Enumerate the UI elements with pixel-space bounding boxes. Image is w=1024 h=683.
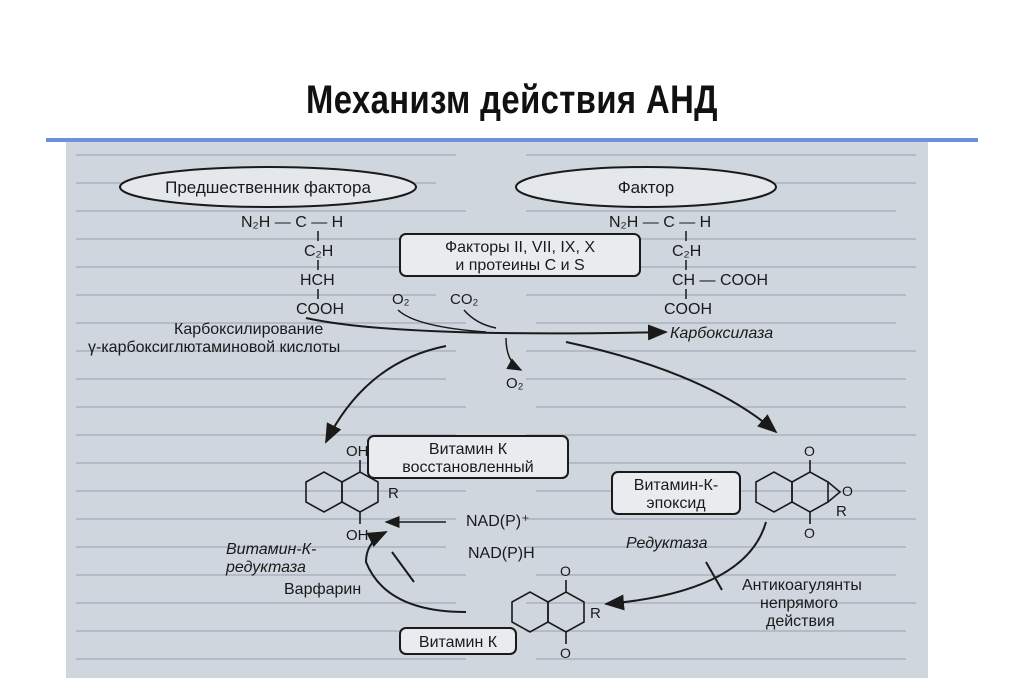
quinone-o-bottom: O: [560, 645, 571, 661]
factor-formula-line1: N₂H — C — H: [609, 214, 711, 231]
carboxylation-arrow: [305, 317, 668, 341]
r-label-epoxide: R: [836, 503, 847, 520]
vitk-epoxide-structure: [755, 460, 842, 524]
vitk-box-label: Витамин К: [419, 634, 498, 651]
o2-in-arrow-line: [397, 309, 487, 333]
precursor-formula-line3: HCH: [300, 272, 335, 289]
r-label-quinone: R: [590, 605, 601, 622]
anticoagulants-line2: непрямого: [760, 595, 838, 612]
vitk-reduced-line2: восстановленный: [402, 459, 533, 476]
vitk-epoxide-line2: эпоксид: [646, 495, 706, 512]
factor-formula: N₂H — C — H C₂H CH — COOH COOH: [609, 214, 768, 318]
warfarin-label: Варфарин: [284, 581, 361, 598]
arc-to-epoxide: [565, 341, 778, 434]
carboxylase-label: Карбоксилаза: [670, 325, 773, 342]
oh-bottom-label: OH: [346, 527, 369, 544]
slide-title: Механизм действия АНД: [306, 78, 718, 122]
vitk-box: Витамин К: [399, 627, 517, 655]
o2-out-arrow: [505, 337, 523, 371]
r-label-hydroquinone: R: [388, 485, 399, 502]
factor-formula-line3: CH — COOH: [672, 272, 768, 289]
anticoagulants-line3: действия: [766, 613, 835, 630]
epoxide-o-top: O: [804, 443, 815, 459]
anticoagulant-block-mark: [705, 561, 723, 591]
oh-top-label: OH: [346, 443, 369, 460]
epoxide-o-bottom: O: [804, 525, 815, 541]
factor-formula-line2: C₂H: [672, 243, 701, 260]
factors-box-line2: и протеины С и S: [455, 257, 584, 274]
reductase-k-line1: Витамин-К-: [226, 541, 316, 558]
warfarin-block-mark: [391, 551, 415, 583]
o2-out-label: O₂: [506, 375, 524, 392]
precursor-formula: N₂H — C — H C₂H HCH COOH: [241, 214, 344, 318]
precursor-formula-line2: C₂H: [304, 243, 333, 260]
textbook-scan-panel: [66, 142, 928, 678]
precursor-formula-line4: COOH: [296, 301, 344, 318]
reductase-label: Редуктаза: [626, 535, 708, 552]
vitk-reduced-line1: Витамин К: [429, 441, 508, 458]
carboxylation-label-line2: γ-карбоксиглютаминовой кислоты: [88, 339, 340, 356]
co2-in-arrow-line: [463, 309, 497, 329]
co2-label: CO₂: [450, 291, 479, 308]
vitk-reduced-box: Витамин К восстановленный: [367, 435, 569, 479]
quinone-o-top: O: [560, 563, 571, 579]
epoxide-o-ring: O: [842, 483, 853, 499]
vitamin-k-cycle-diagram: Предшественник фактора Фактор N₂H — C — …: [88, 166, 862, 661]
precursor-label: Предшественник фактора: [165, 178, 371, 197]
precursor-ellipse: Предшественник фактора: [119, 166, 417, 208]
carboxylation-label-line1: Карбоксилирование: [174, 321, 323, 338]
o2-label: O₂: [392, 291, 410, 308]
nadph-label: NAD(P)H: [468, 545, 535, 562]
arc-vitk-to-reduced: [364, 531, 467, 613]
title-underline: [46, 138, 978, 142]
vitk-epoxide-box: Витамин-К- эпоксид: [611, 471, 741, 515]
anticoagulants-line1: Антикоагулянты: [742, 577, 862, 594]
vitk-epoxide-line1: Витамин-К-: [634, 477, 718, 494]
factor-label: Фактор: [618, 178, 675, 197]
precursor-formula-line1: N₂H — C — H: [241, 214, 343, 231]
vitk-hydroquinone-structure: [305, 460, 379, 524]
factors-box-line1: Факторы II, VII, IX, X: [445, 239, 595, 256]
reductase-k-line2: редуктаза: [225, 559, 306, 576]
factors-box: Факторы II, VII, IX, X и протеины С и S: [399, 233, 641, 277]
factor-ellipse: Фактор: [515, 166, 777, 208]
nadp-plus-label: NAD(P)⁺: [466, 513, 530, 530]
vitk-quinone-structure: [511, 580, 585, 644]
arc-to-reduced-k: [325, 345, 447, 444]
factor-formula-line4: COOH: [664, 301, 712, 318]
